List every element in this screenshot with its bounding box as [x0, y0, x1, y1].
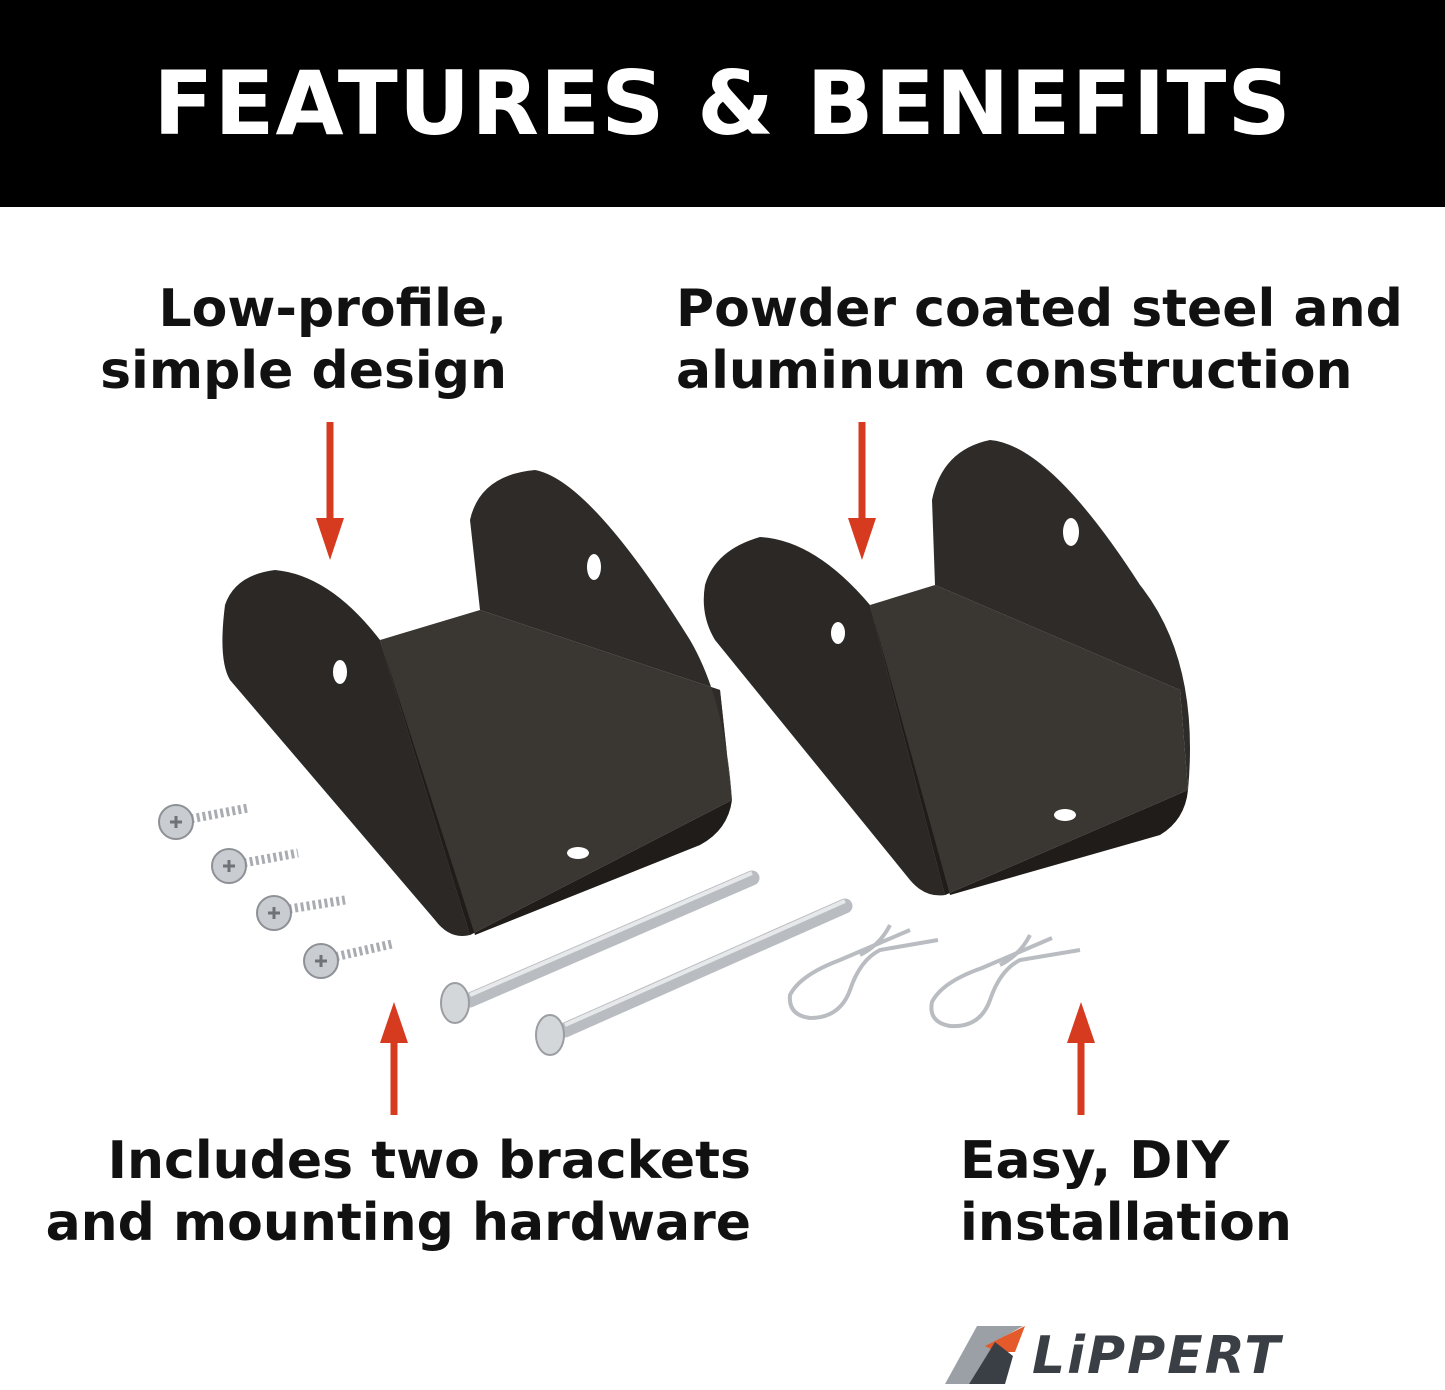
arrow-up-icon	[380, 1002, 408, 1115]
callout-line: Low-profile,	[158, 279, 507, 339]
bracket-icon	[222, 470, 732, 936]
screw-icon	[256, 895, 346, 931]
lippert-logo-icon	[945, 1326, 1025, 1384]
callout-line: Includes two brackets	[107, 1131, 751, 1191]
arrow-down-icon	[848, 422, 876, 560]
arrow-up-icon	[1067, 1002, 1095, 1115]
callout-installation: Easy, DIY installation	[960, 1130, 1292, 1254]
screw-icon	[158, 803, 249, 840]
callout-includes: Includes two brackets and mounting hardw…	[46, 1130, 751, 1254]
callout-line: installation	[960, 1193, 1292, 1253]
screw-icon	[303, 939, 393, 979]
bracket-icon	[703, 440, 1190, 896]
callout-line: aluminum construction	[676, 341, 1353, 401]
clevis-pin-icon	[440, 870, 760, 1024]
hitch-clip-icon	[929, 934, 1081, 1029]
screw-icon	[211, 848, 299, 884]
callout-low-profile: Low-profile, simple design	[100, 278, 507, 402]
callout-line: simple design	[100, 341, 507, 401]
hitch-clip-icon	[787, 924, 939, 1021]
page-title: FEATURES & BENEFITS	[153, 52, 1292, 155]
callout-construction: Powder coated steel and aluminum constru…	[676, 278, 1403, 402]
callout-line: and mounting hardware	[45, 1193, 751, 1253]
callout-line: Easy, DIY	[960, 1131, 1230, 1191]
brand-logo-text: LiPPERT	[1032, 1326, 1282, 1386]
clevis-pin-icon	[535, 898, 853, 1056]
arrow-down-icon	[316, 422, 344, 560]
header-banner: FEATURES & BENEFITS	[0, 0, 1445, 207]
product-illustration	[158, 422, 1190, 1115]
callout-line: Powder coated steel and	[676, 279, 1403, 339]
